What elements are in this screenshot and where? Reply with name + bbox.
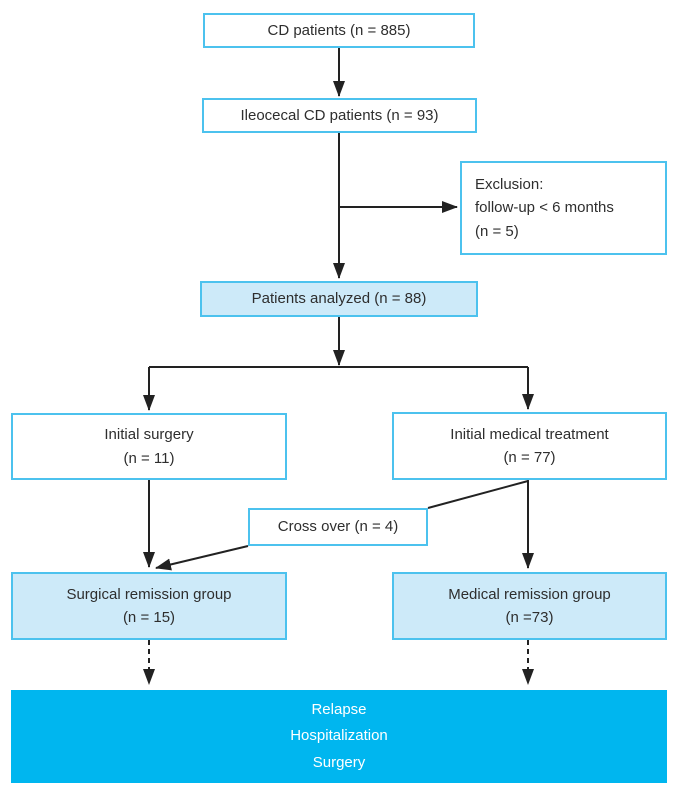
node-cd-patients-label: CD patients (n = 885) <box>267 21 411 39</box>
node-initial-medical-treatment: Initial medical treatment (n = 77) <box>392 412 667 480</box>
node-ileocecal-label: Ileocecal CD patients (n = 93) <box>240 106 439 124</box>
node-cd-patients: CD patients (n = 885) <box>203 13 475 48</box>
node-surgical-remission-group: Surgical remission group (n = 15) <box>11 572 287 640</box>
node-crossover-label: Cross over (n = 4) <box>277 518 399 536</box>
node-medical-remission-line2: (n =73) <box>505 609 554 626</box>
node-exclusion-line1: Exclusion: <box>475 176 544 194</box>
node-exclusion-line3: (n = 5) <box>475 222 519 240</box>
node-outcome-line2: Hospitalization <box>290 727 388 745</box>
node-exclusion-line2: follow-up < 6 months <box>475 199 614 217</box>
node-outcome: Relapse Hospitalization Surgery <box>11 690 667 783</box>
node-patients-analyzed-label: Patients analyzed (n = 88) <box>251 290 427 308</box>
node-initial-medical-line2: (n = 77) <box>503 449 556 466</box>
node-initial-surgery: Initial surgery (n = 11) <box>11 413 287 480</box>
node-surgical-remission-line1: Surgical remission group <box>66 585 232 603</box>
node-initial-surgery-line1: Initial surgery <box>104 426 194 444</box>
node-medical-remission-group: Medical remission group (n =73) <box>392 572 667 640</box>
node-medical-remission-line1: Medical remission group <box>448 585 611 603</box>
node-crossover: Cross over (n = 4) <box>248 508 428 546</box>
node-initial-surgery-line2: (n = 11) <box>123 449 175 467</box>
node-patients-analyzed: Patients analyzed (n = 88) <box>200 281 478 317</box>
node-initial-medical-line1: Initial medical treatment <box>450 425 609 443</box>
node-outcome-line3: Surgery <box>312 753 366 771</box>
connector-crossover-to-surgical-remission <box>155 545 249 571</box>
node-surgical-remission-line2: (n = 15) <box>122 609 176 626</box>
connector-medical-to-crossover <box>427 480 529 509</box>
node-outcome-line1: Relapse <box>311 701 367 719</box>
node-ileocecal-cd-patients: Ileocecal CD patients (n = 93) <box>202 98 477 133</box>
node-exclusion: Exclusion: follow-up < 6 months (n = 5) <box>460 161 667 255</box>
